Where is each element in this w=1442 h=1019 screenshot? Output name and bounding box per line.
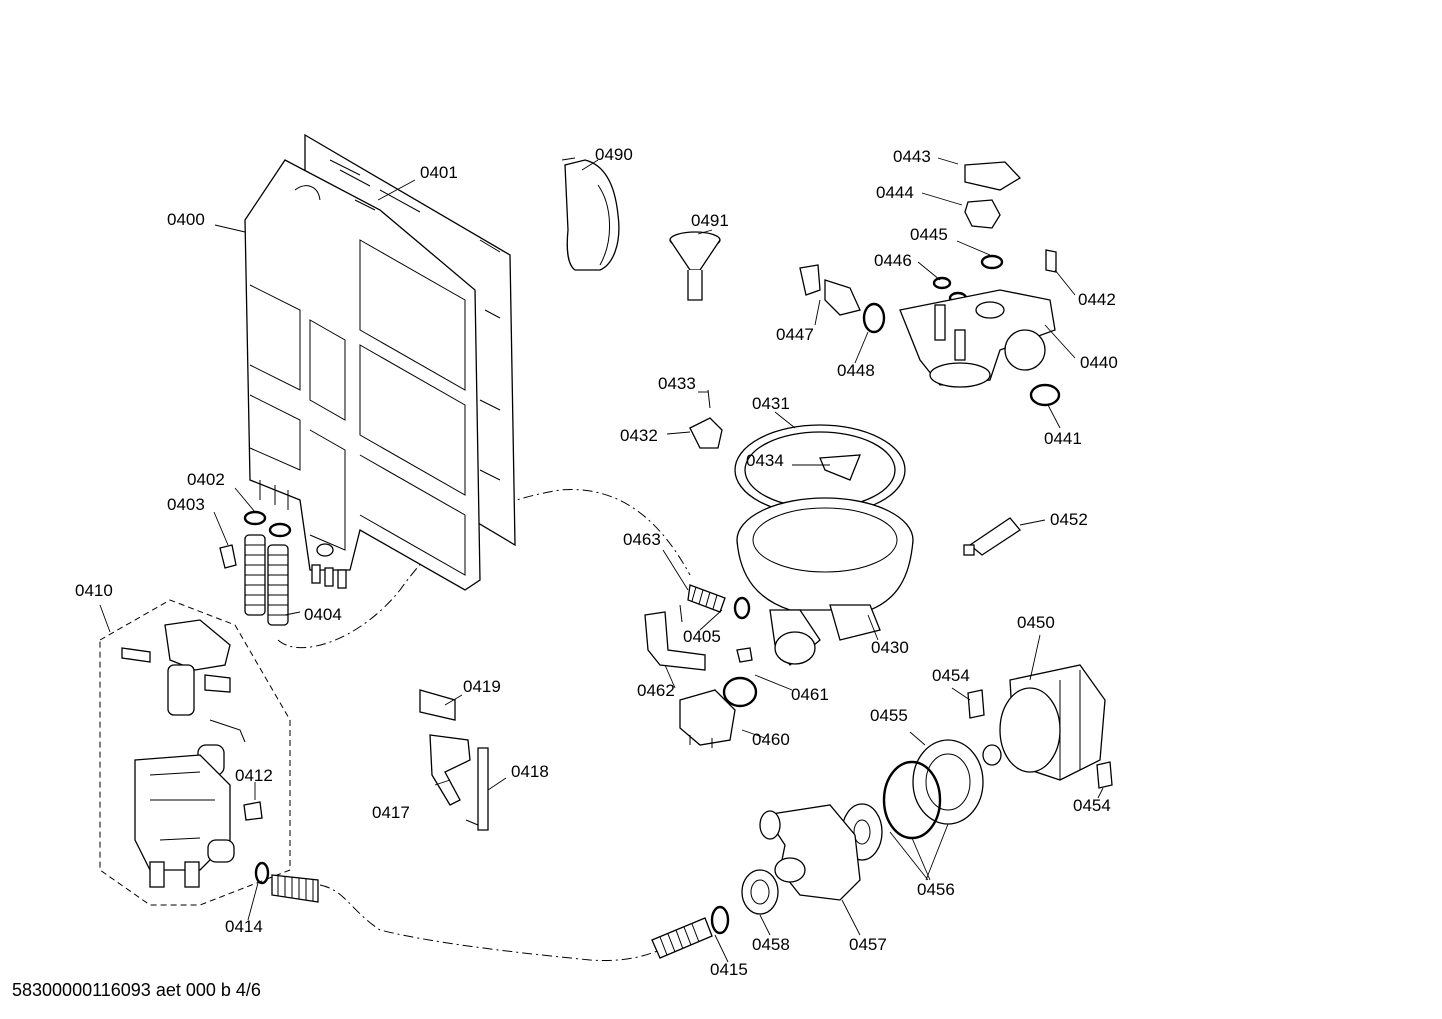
part-0447-plug xyxy=(799,264,861,316)
callout-0456: 0456 xyxy=(917,880,955,899)
part-0402-ring xyxy=(243,510,267,526)
callout-0452: 0452 xyxy=(1050,510,1088,529)
part-0457-pump-housing xyxy=(759,804,861,901)
part-0415-ring xyxy=(710,905,730,935)
part-0417-0419-fitting xyxy=(419,689,489,831)
part-0414-ring xyxy=(254,861,270,885)
part-0441-clamp xyxy=(1029,383,1061,407)
callout-0430: 0430 xyxy=(871,638,909,657)
callout-0444: 0444 xyxy=(876,183,914,202)
callout-0447: 0447 xyxy=(776,325,814,344)
part-0490-measuring-jug xyxy=(561,157,620,271)
callout-0441: 0441 xyxy=(1044,429,1082,448)
callout-0445: 0445 xyxy=(910,225,948,244)
part-0463-screw xyxy=(679,604,683,623)
callout-0491: 0491 xyxy=(691,211,729,230)
callout-0401: 0401 xyxy=(420,163,458,182)
part-0462-bracket xyxy=(644,611,706,671)
callout-0402: 0402 xyxy=(187,470,225,489)
part-0454-clip-b xyxy=(1096,761,1113,789)
callout-0448: 0448 xyxy=(837,361,875,380)
part-0461-clip xyxy=(736,647,753,663)
part-0450-motor xyxy=(999,664,1106,781)
part-0444-sensor xyxy=(964,199,1001,229)
part-0445-ring xyxy=(980,254,1004,270)
callout-0403: 0403 xyxy=(167,495,205,514)
callout-0433: 0433 xyxy=(658,374,696,393)
callout-0418: 0418 xyxy=(511,762,549,781)
part-0431-seal xyxy=(734,424,906,516)
part-0432-bracket xyxy=(689,417,723,449)
callout-0455: 0455 xyxy=(870,706,908,725)
callout-0457: 0457 xyxy=(849,935,887,954)
callout-0410: 0410 xyxy=(75,581,113,600)
part-0442-clip xyxy=(1045,249,1057,273)
part-0455-bushing xyxy=(982,744,1002,766)
part-0400-water-tank xyxy=(244,159,481,591)
part-0491-funnel xyxy=(669,231,721,301)
part-0460-pump-connector xyxy=(679,689,736,748)
callout-0412: 0412 xyxy=(235,766,273,785)
callout-0405: 0405 xyxy=(683,627,721,646)
part-0412-clip xyxy=(243,801,263,821)
part-0440-valve-block xyxy=(899,289,1056,388)
callout-0461: 0461 xyxy=(791,685,829,704)
callout-0414: 0414 xyxy=(225,917,263,936)
callout-0462: 0462 xyxy=(637,681,675,700)
callout-0446: 0446 xyxy=(874,251,912,270)
callout-0443: 0443 xyxy=(893,147,931,166)
document-code: 58300000116093 aet 000 b 4/6 xyxy=(12,980,261,1000)
callout-0490: 0490 xyxy=(595,145,633,164)
callout-0454-lower: 0454 xyxy=(1073,796,1111,815)
part-0443-cover xyxy=(964,161,1022,191)
part-0452-heater-rod xyxy=(963,517,1021,556)
hose-route-line-lower xyxy=(319,884,661,961)
part-0404-hoses xyxy=(244,534,289,626)
part-0403-clip xyxy=(219,544,237,569)
callout-0454-upper: 0454 xyxy=(932,666,970,685)
part-0461-ring xyxy=(722,676,758,708)
callout-0450: 0450 xyxy=(1017,613,1055,632)
callout-0442: 0442 xyxy=(1078,290,1116,309)
callout-0432: 0432 xyxy=(620,426,658,445)
callout-0419: 0419 xyxy=(463,677,501,696)
callout-0431: 0431 xyxy=(752,394,790,413)
part-0410-valve-assembly xyxy=(121,619,246,888)
part-0414-hose xyxy=(271,874,319,903)
callout-0400: 0400 xyxy=(167,210,205,229)
part-0402-ring-b xyxy=(268,522,292,538)
callout-0458: 0458 xyxy=(752,935,790,954)
callout-0404: 0404 xyxy=(304,605,342,624)
part-0446-ring xyxy=(932,276,952,290)
part-0405-hose xyxy=(687,584,726,613)
callout-0463: 0463 xyxy=(623,530,661,549)
part-0405-ring xyxy=(733,596,751,620)
callout-0434: 0434 xyxy=(746,451,784,470)
part-0454-clip-a xyxy=(967,689,985,719)
callout-0460: 0460 xyxy=(752,730,790,749)
part-0415-hose xyxy=(651,917,713,959)
part-0433-screw xyxy=(707,389,711,409)
callout-0415: 0415 xyxy=(710,960,748,979)
leader-lines xyxy=(99,157,1104,963)
part-0430-sump xyxy=(736,497,914,666)
part-0448-ring xyxy=(862,302,886,334)
callout-0440: 0440 xyxy=(1080,353,1118,372)
callout-0417: 0417 xyxy=(372,803,410,822)
valve-assembly-group-outline xyxy=(99,599,291,906)
part-0455-housing xyxy=(912,739,984,825)
part-0458-seal xyxy=(741,869,779,915)
